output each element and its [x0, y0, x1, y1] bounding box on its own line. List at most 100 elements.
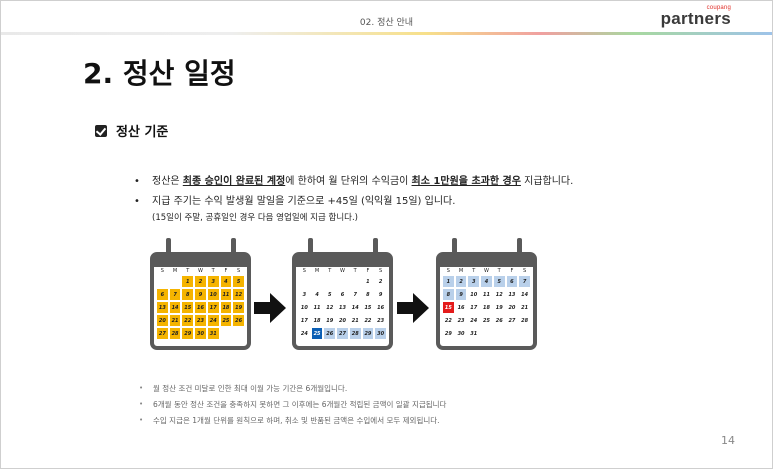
calendar-day-cell: 13: [336, 301, 349, 314]
calendar-day-cell: 31: [206, 327, 220, 340]
bullet-item: • 지급 주기는 수익 발생월 말일을 기준으로 +45일 (익익월 15일) …: [134, 192, 573, 212]
calendar-day-cell: 25: [219, 314, 233, 327]
weekday-label: W: [484, 268, 489, 274]
calendar-header-bar: [296, 256, 389, 267]
calendar-day-cell: 26: [492, 314, 506, 327]
holiday-note: (15일이 주말, 공휴일인 경우 다음 영업일에 지급 합니다.): [152, 213, 358, 223]
calendar-ring-icon: [517, 238, 522, 260]
bullet-text: 지급 주기는 수익 발생월 말일을 기준으로 +45일 (익익월 15일) 입니…: [152, 196, 456, 207]
calendar-day-cell: 4: [219, 275, 233, 288]
calendar-day-cell: 29: [361, 327, 375, 340]
calendar-day-cell: 12: [323, 301, 337, 314]
calendar-day-cell: 5: [232, 275, 245, 288]
calendar-day-cell: 27: [336, 327, 349, 340]
calendar-day-cell: 1: [181, 275, 195, 288]
bullet-text: 정산은 최종 승인이 완료된 계정에 한하여 월 단위의 수익금이 최소 1만원…: [152, 176, 574, 187]
calendar-day-cell: 23: [374, 314, 387, 327]
calendar-day-cell: 19: [492, 301, 506, 314]
calendar-day-cell: 6: [336, 288, 349, 301]
calendar-day-cell: 20: [336, 314, 349, 327]
calendar-day-cell: 26: [232, 314, 245, 327]
weekday-label: T: [211, 268, 215, 274]
calendar-day-cell: 18: [480, 301, 493, 314]
calendar-day-cell: 13: [505, 288, 519, 301]
weekday-label: S: [302, 268, 306, 274]
arrow-right-icon: [397, 293, 429, 323]
calendar-day-cell: 5: [323, 288, 337, 301]
page-number: 14: [721, 434, 735, 447]
calendar-ring-icon: [452, 238, 457, 260]
weekday-label: F: [224, 268, 228, 274]
calendar-day-cell: 6: [156, 288, 169, 301]
calendar-day-cell: [348, 275, 362, 288]
calendar-day-cell: 22: [442, 314, 455, 327]
weekday-label: W: [340, 268, 345, 274]
calendar-day-cell: 10: [467, 288, 481, 301]
calendar-day-cell: 28: [518, 314, 531, 327]
calendar-day-cell: 5: [492, 275, 506, 288]
logo-brand-main: partners: [660, 9, 731, 28]
calendar-day-cell: [480, 327, 493, 340]
calendar-day-cell: 24: [206, 314, 220, 327]
calendar-day-cell: 28: [348, 327, 362, 340]
calendar-day-cell: 20: [156, 314, 169, 327]
calendar-day-cell: 21: [168, 314, 182, 327]
calendar-day-cell: 9: [374, 288, 387, 301]
calendar-day-cell: 27: [505, 314, 519, 327]
calendar-day-cell: 14: [518, 288, 531, 301]
calendar-day-cell: 3: [206, 275, 220, 288]
calendar-day-cell: 8: [181, 288, 195, 301]
calendar-day-cell: 26: [323, 327, 337, 340]
calendar-day-cell: 15: [181, 301, 195, 314]
calendar-day-cell: 30: [454, 327, 468, 340]
weekday-label: S: [379, 268, 383, 274]
calendar-day-cell: 29: [181, 327, 195, 340]
calendar-day-cell: 18: [310, 314, 324, 327]
bullet-dot-icon: •: [139, 400, 144, 408]
weekday-label: T: [186, 268, 190, 274]
footnote-item: •6개월 동안 정산 조건을 충족하지 못하면 그 이후에는 6개월간 적립된 …: [139, 399, 447, 409]
calendar-ring-icon: [166, 238, 171, 260]
calendar-day-cell: 1: [361, 275, 375, 288]
weekday-label: F: [366, 268, 370, 274]
footnote-list: •월 정산 조건 미달로 인한 최대 이월 가능 기간은 6개월입니다. •6개…: [139, 380, 446, 428]
calendar-day-cell: 8: [442, 288, 455, 301]
calendar-day-cell: 2: [194, 275, 207, 288]
calendar-day-cell: 27: [156, 327, 169, 340]
calendar-day-cell: 28: [168, 327, 182, 340]
calendar-day-cell: 30: [194, 327, 207, 340]
weekday-label: T: [497, 268, 501, 274]
calendar-day-cell: 6: [505, 275, 519, 288]
calendar-day-cell: 17: [298, 314, 311, 327]
weekday-label: T: [353, 268, 357, 274]
calendar-day-cell: 11: [310, 301, 324, 314]
calendar-day-cell: 16: [194, 301, 207, 314]
emphasis-text: 최종 승인이 완료된 계정: [182, 176, 286, 187]
calendar-day-cell: 14: [348, 301, 362, 314]
weekday-label: W: [198, 268, 203, 274]
calendar-day-cell: 21: [348, 314, 362, 327]
weekday-label: T: [328, 268, 332, 274]
calendar-day-cell: 15: [442, 301, 455, 314]
calendar-day-cell: 25: [480, 314, 493, 327]
calendar-day-cell: 2: [374, 275, 387, 288]
weekday-label: F: [510, 268, 514, 274]
calendar-day-cell: 29: [442, 327, 455, 340]
calendar-day-cell: 23: [454, 314, 468, 327]
calendar-day-cell: [310, 275, 324, 288]
coupang-partners-logo: coupang partners: [661, 5, 731, 27]
calendar-day-cell: 3: [467, 275, 481, 288]
subheading-text: 정산 기준: [116, 125, 169, 140]
calendar-day-cell: 24: [298, 327, 311, 340]
weekday-label: T: [472, 268, 476, 274]
calendar-day-cell: [336, 275, 349, 288]
calendar-day-cell: [505, 327, 519, 340]
calendar-day-cell: 12: [232, 288, 245, 301]
calendar-day-cell: 14: [168, 301, 182, 314]
calendar-day-cell: 4: [310, 288, 324, 301]
calendar-day-cell: 4: [480, 275, 493, 288]
calendar-day-cell: 13: [156, 301, 169, 314]
